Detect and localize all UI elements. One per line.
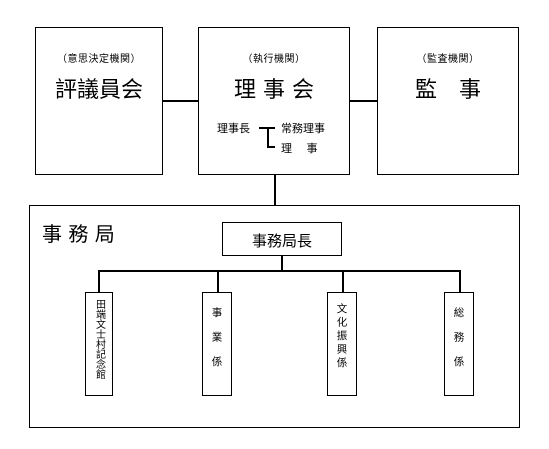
connector-council-board	[163, 100, 198, 102]
unit-projects-label: 事業係	[210, 307, 223, 381]
board-executive: 常務理事	[281, 122, 325, 135]
connector-board-secretariat	[274, 175, 276, 205]
unit-projects-box: 事業係	[202, 292, 232, 396]
board-role: （執行機関）	[242, 54, 306, 65]
secretariat-head: 事務局長	[251, 232, 312, 250]
unit-general-label: 総務係	[452, 307, 465, 381]
board-title: 理 事 会	[234, 78, 314, 103]
unit-museum-label: 田端文士村記念館	[93, 299, 105, 379]
unit-culture-box: 文化振興係	[327, 292, 357, 396]
board-bracket-bottom	[267, 146, 275, 148]
board-bracket-stem	[267, 127, 269, 147]
connector-units-bus	[98, 270, 460, 272]
secretariat-title: 事 務 局	[42, 222, 115, 246]
connector-unit-1	[98, 270, 100, 292]
unit-culture-label: 文化振興係	[335, 303, 348, 371]
council-title: 評議員会	[54, 78, 143, 103]
audit-title: 監 事	[414, 78, 481, 103]
council-box: （意思決定機関） 評議員会	[35, 27, 163, 175]
board-box: （執行機関） 理 事 会 理事長 常務理事 理 事	[198, 27, 350, 175]
connector-unit-4	[459, 270, 461, 292]
unit-general-box: 総務係	[444, 292, 474, 396]
connector-unit-2	[217, 270, 219, 292]
council-role: （意思決定機関）	[57, 54, 141, 65]
audit-box: （監査機関） 監 事	[377, 27, 519, 175]
connector-unit-3	[342, 270, 344, 292]
unit-museum-box: 田端文士村記念館	[85, 292, 113, 396]
secretariat-head-box: 事務局長	[222, 222, 342, 256]
board-chair: 理事長	[217, 122, 250, 135]
board-member: 理 事	[281, 142, 318, 155]
connector-board-audit	[350, 100, 377, 102]
connector-head-down	[281, 256, 283, 270]
audit-role: （監査機関）	[416, 54, 480, 65]
